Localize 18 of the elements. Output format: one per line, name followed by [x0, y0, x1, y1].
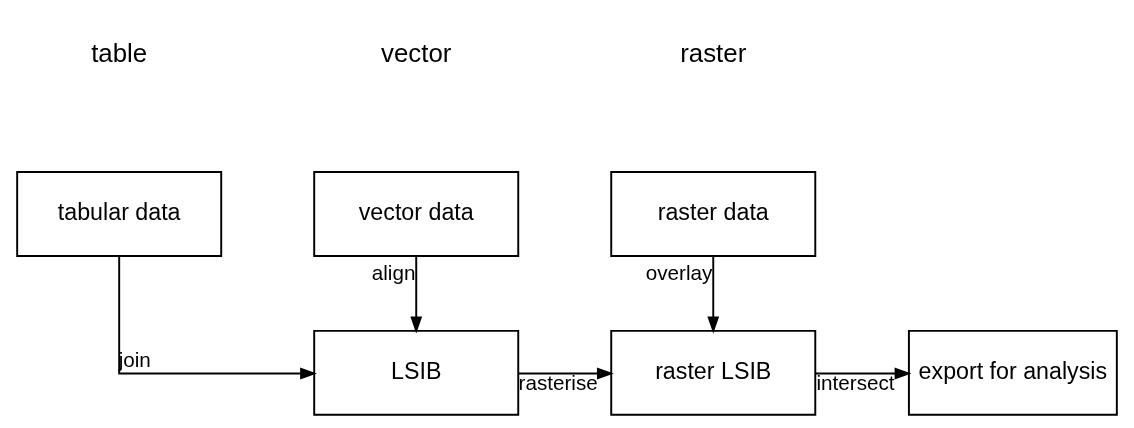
arrow: [410, 255, 423, 334]
node-box: tabular data: [16, 171, 223, 257]
arrow: [707, 255, 720, 334]
node-box: export for analysis: [907, 329, 1118, 416]
node-box: raster LSIB: [610, 329, 817, 416]
arrow: [517, 367, 614, 380]
label: vector: [381, 38, 452, 67]
label: raster: [680, 38, 747, 67]
edge-label: align: [371, 261, 416, 285]
edge-label: intersect: [816, 371, 895, 395]
label: table: [91, 38, 148, 67]
arrow: [118, 255, 317, 380]
edge-label: overlay: [645, 261, 713, 285]
arrow: [814, 367, 912, 380]
node-box: LSIB: [313, 329, 520, 416]
edge-label: rasterise: [518, 371, 598, 395]
node-box: raster data: [610, 171, 817, 257]
node-box: vector data: [313, 171, 520, 257]
